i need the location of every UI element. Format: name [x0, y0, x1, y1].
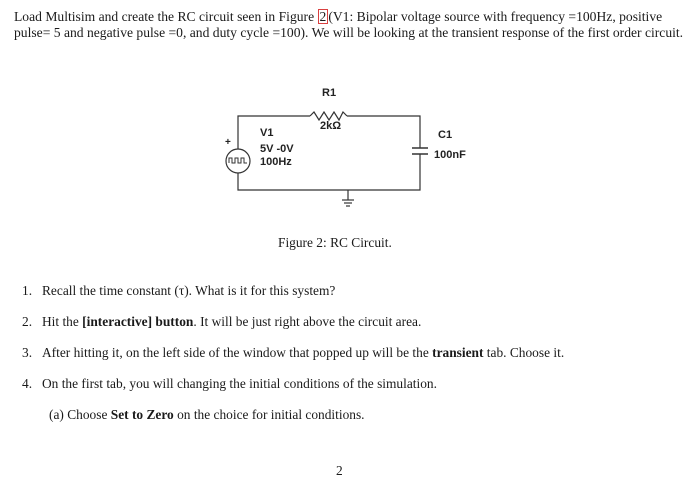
list-item-number: 4. [22, 376, 33, 391]
v1-name: V1 [260, 127, 273, 139]
r1-value: 2kΩ [320, 120, 341, 132]
v1-level: 5V -0V [260, 143, 294, 155]
list-item: 1. Recall the time constant (τ). What is … [22, 283, 564, 314]
resistor-r1-icon [309, 110, 348, 122]
list-item-number: 2. [22, 314, 33, 329]
sub-item-text: on the choice for initial conditions. [173, 407, 365, 422]
sub-item-label: (a) [49, 407, 64, 422]
page-number: 2 [336, 463, 343, 478]
c1-value: 100nF [434, 149, 466, 161]
list-item-number: 3. [22, 345, 33, 360]
list-item-text: tab. Choose it. [483, 345, 565, 360]
circuit-wires [237, 115, 421, 191]
sub-item-bold: Set to Zero [110, 407, 174, 422]
figure-reference-link[interactable]: 2 [317, 9, 329, 24]
r1-name: R1 [322, 87, 336, 99]
sub-list-item: (a) Choose Set to Zero on the choice for… [22, 407, 564, 438]
intro-text-1: Load Multisim and create the RC circuit … [14, 9, 318, 24]
list-item: 2. Hit the [interactive] button. It will … [22, 314, 564, 345]
list-item-text: . It will be just right above the circui… [193, 314, 422, 329]
ground-icon [342, 190, 354, 207]
voltage-source-v1-icon [225, 148, 251, 174]
list-item-text: Hit the [42, 314, 83, 329]
list-item: 4. On the first tab, you will changing th… [22, 376, 564, 407]
list-item-bold: [interactive] button [82, 314, 194, 329]
list-item-number: 1. [22, 283, 33, 298]
figure-caption: Figure 2: RC Circuit. [278, 235, 392, 250]
instruction-list: 1. Recall the time constant (τ). What is … [22, 283, 564, 438]
v1-frequency: 100Hz [260, 156, 292, 168]
capacitor-c1-icon [412, 147, 428, 162]
sub-item-text: Choose [67, 407, 111, 422]
v1-plus-sign: + [225, 137, 231, 148]
list-item-text: After hitting it, on the left side of th… [42, 345, 433, 360]
list-item-text: Recall the time constant (τ). What is it… [42, 283, 336, 298]
list-item: 3. After hitting it, on the left side of … [22, 345, 564, 376]
list-item-text: On the first tab, you will changing the … [42, 376, 437, 391]
intro-text-2: (V1: Bipolar voltage source with frequen… [14, 9, 684, 40]
intro-paragraph: Load Multisim and create the RC circuit … [14, 9, 690, 40]
c1-name: C1 [438, 129, 452, 141]
rc-circuit-diagram: R1 2kΩ + V1 5V -0V 100Hz C1 100nF [225, 87, 466, 207]
list-item-bold: transient [432, 345, 484, 360]
